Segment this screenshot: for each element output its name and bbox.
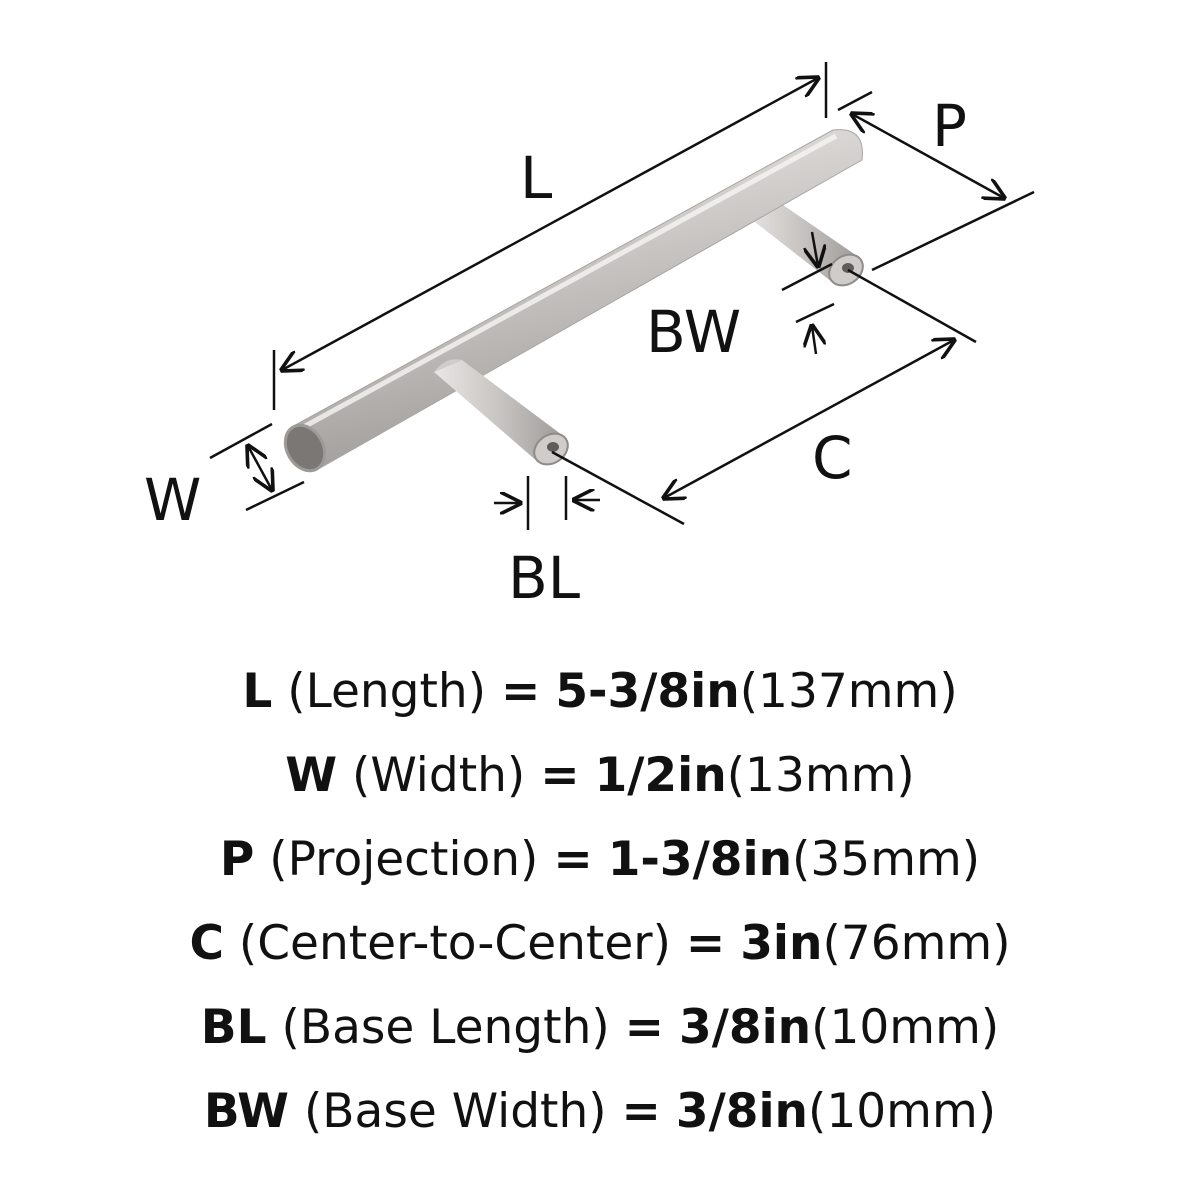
spec-line-center-to-center: C (Center-to-Center) = 3in(76mm) <box>189 916 1011 971</box>
dimension-width: W <box>144 422 305 534</box>
dimension-base-length: BL <box>494 476 600 612</box>
label-bw: BW <box>646 298 741 366</box>
dimension-spec-list: L (Length) = 5-3/8in(137mm) W (Width) = … <box>0 650 1200 1154</box>
handle-dimension-diagram: L P BW C W BL <box>144 62 1035 612</box>
dimension-center-to-center: C <box>551 268 977 526</box>
label-w: W <box>144 466 201 534</box>
handle-bar <box>283 129 863 473</box>
spec-line-width: W (Width) = 1/2in(13mm) <box>285 748 915 803</box>
bar-end-cap <box>283 423 327 473</box>
handle-leg-left <box>434 359 569 466</box>
spec-line-length: L (Length) = 5-3/8in(137mm) <box>242 664 958 719</box>
label-p: P <box>932 92 967 160</box>
dimension-length: L <box>272 62 828 410</box>
label-c: C <box>812 424 853 492</box>
label-bl: BL <box>508 544 580 612</box>
spec-line-base-length: BL (Base Length) = 3/8in(10mm) <box>200 1000 1000 1055</box>
dimension-projection: P <box>837 90 1035 272</box>
spec-line-base-width: BW (Base Width) = 3/8in(10mm) <box>203 1084 997 1139</box>
spec-line-projection: P (Projection) = 1-3/8in(35mm) <box>219 832 981 887</box>
label-l: L <box>520 144 552 212</box>
